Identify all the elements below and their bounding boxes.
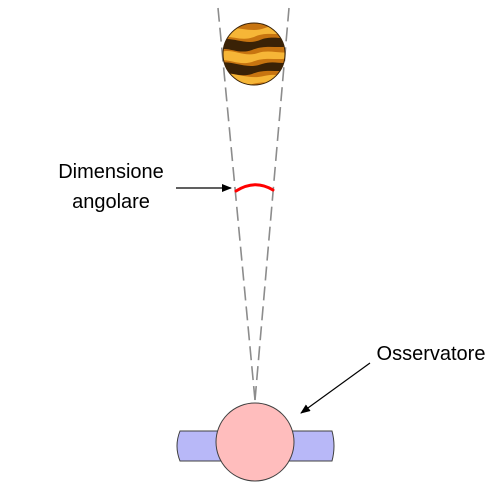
sight-line-left [217, 7, 256, 401]
planet-icon [222, 22, 286, 86]
observer-icon [176, 402, 335, 482]
sight-line-right [254, 7, 290, 401]
angular-size-label-line2: angolare [72, 191, 150, 213]
angular-size-label-line1: Dimensione [58, 161, 164, 183]
angular-size-arc [234, 183, 275, 193]
observer-label: Osservatore [377, 343, 486, 365]
observer-arrow [300, 362, 371, 414]
observer-head [215, 402, 295, 482]
